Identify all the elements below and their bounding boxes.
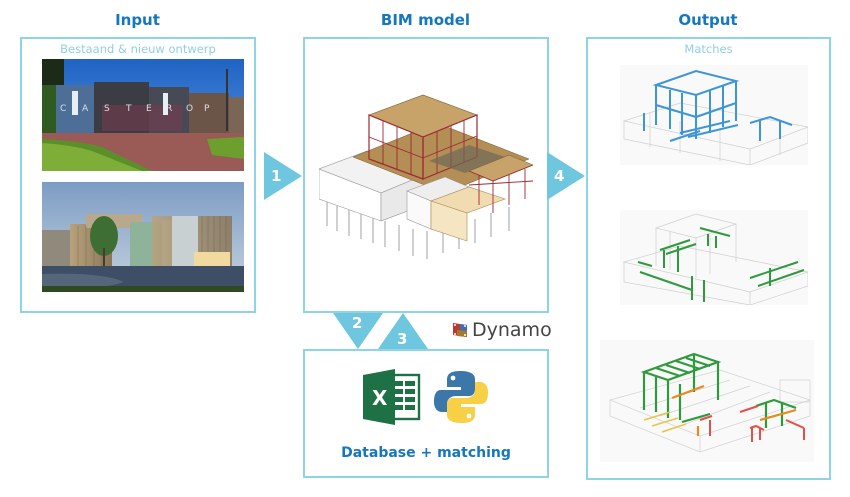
green-structure-matches <box>620 210 808 305</box>
facade-letter: E <box>146 104 152 114</box>
output-subtitle: Matches <box>684 42 733 56</box>
facade-letter: R <box>166 104 172 114</box>
database-matching-panel: X Database + matching <box>303 349 549 478</box>
facade-letter: C <box>60 104 66 114</box>
facade-letter: P <box>204 104 210 114</box>
facade-letter: T <box>125 104 132 114</box>
step-3-arrow <box>378 313 428 349</box>
database-matching-label: Database + matching <box>341 445 511 461</box>
output-panel: Matches <box>586 37 831 480</box>
new-design-render <box>42 182 244 292</box>
step-4-number: 4 <box>554 167 565 185</box>
colored-match-quality <box>600 340 814 462</box>
facade-letter: A <box>82 104 89 114</box>
step-1-arrow <box>264 152 302 200</box>
svg-text:X: X <box>372 386 388 410</box>
input-heading: Input <box>115 11 160 29</box>
step-2-arrow <box>333 313 383 349</box>
bim-model-heading: BIM model <box>380 11 471 29</box>
bim-model-isometric <box>319 81 537 261</box>
facade-letter: S <box>104 104 110 114</box>
existing-building-photo: C A S T E R O P <box>42 59 244 171</box>
input-panel: Bestaand & nieuw ontwerp C A S T E R O <box>20 37 256 313</box>
python-icon <box>433 369 489 425</box>
bim-model-panel <box>303 37 549 313</box>
step-1-number: 1 <box>271 167 282 185</box>
output-heading: Output <box>678 11 738 29</box>
step-4-arrow <box>547 152 585 200</box>
excel-icon: X <box>363 369 421 425</box>
step-3-number: 3 <box>397 330 408 348</box>
dynamo-logo: Dynamo <box>452 319 552 341</box>
input-subtitle: Bestaand & nieuw ontwerp <box>60 42 216 56</box>
blue-structure-matches <box>620 65 808 165</box>
facade-letter: O <box>186 104 193 114</box>
step-2-number: 2 <box>352 314 363 332</box>
dynamo-label: Dynamo <box>472 319 552 341</box>
dynamo-icon <box>452 322 468 338</box>
